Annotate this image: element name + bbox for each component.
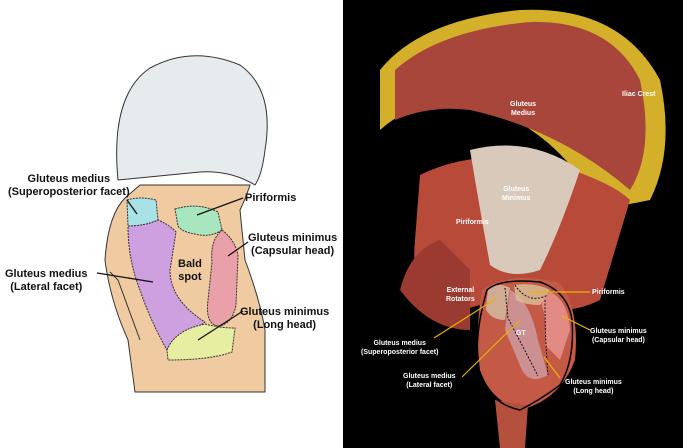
label-line: Medius bbox=[510, 110, 536, 117]
label-piriformis-muscle: Piriformis bbox=[456, 219, 489, 226]
label-line: Gluteus medius bbox=[5, 268, 88, 280]
label-line: Bald bbox=[178, 258, 202, 270]
long-head-region bbox=[166, 323, 236, 361]
label-line: (Capsular head) bbox=[251, 245, 335, 257]
label-line: spot bbox=[178, 271, 202, 283]
femur-diagram bbox=[104, 55, 268, 393]
left-leader-lines bbox=[96, 197, 249, 341]
dissection-photo bbox=[380, 9, 666, 448]
label-piriformis: Piriformis bbox=[245, 192, 297, 204]
label-line: Gluteus medius bbox=[373, 340, 426, 347]
label-line: Gluteus bbox=[510, 101, 537, 108]
label-line: Gluteus minimus bbox=[240, 306, 330, 318]
label-line: External bbox=[446, 287, 475, 294]
label-gt: GT bbox=[516, 330, 526, 337]
label-gm-superoposterior-photo: Gluteus medius (Superoposterior facet) bbox=[361, 339, 438, 357]
label-iliac-crest: Iliac Crest bbox=[622, 91, 656, 98]
label-line: Gluteus bbox=[503, 186, 530, 193]
label-line: (Superoposterior facet) bbox=[8, 186, 130, 198]
label-line: Gluteus medius bbox=[27, 173, 111, 185]
label-line: (Superoposterior facet) bbox=[361, 349, 439, 356]
label-gluteus-minimus-capsular: Gluteus minimus(Capsular head) bbox=[248, 232, 337, 258]
label-line: (Lateral facet) bbox=[406, 382, 453, 389]
label-line: (Long head) bbox=[253, 319, 317, 331]
label-line: Minimus bbox=[502, 195, 531, 202]
femoral-head bbox=[116, 55, 268, 186]
label-piriformis-footprint: Piriformis bbox=[592, 289, 625, 296]
label-line: (Capsular head) bbox=[591, 337, 645, 344]
label-gmin-capsular-photo: Gluteus minimus (Capsular head) bbox=[590, 327, 647, 345]
label-gm-lateral-photo: Gluteus medius (Lateral facet) bbox=[403, 372, 456, 390]
right-leader-lines bbox=[433, 291, 591, 379]
piriformis-region bbox=[174, 205, 223, 236]
label-gluteus-medius-lateral: Gluteus medius(Lateral facet) bbox=[5, 268, 88, 294]
label-gluteus-minimus-long: Gluteus minimus(Long head) bbox=[240, 306, 329, 332]
label-line: (Lateral facet) bbox=[10, 281, 83, 293]
label-line: Gluteus minimus bbox=[248, 232, 338, 244]
label-gluteus-medius-superoposterior: Gluteus medius(Superoposterior facet) bbox=[8, 173, 130, 199]
label-line: Rotators bbox=[446, 296, 475, 303]
label-gmin-long-photo: Gluteus minimus (Long head) bbox=[565, 378, 622, 396]
label-line: Gluteus medius bbox=[403, 373, 456, 380]
label-line: Gluteus minimus bbox=[565, 379, 622, 386]
label-line: Gluteus minimus bbox=[590, 328, 647, 335]
label-line: (Long head) bbox=[573, 388, 614, 395]
